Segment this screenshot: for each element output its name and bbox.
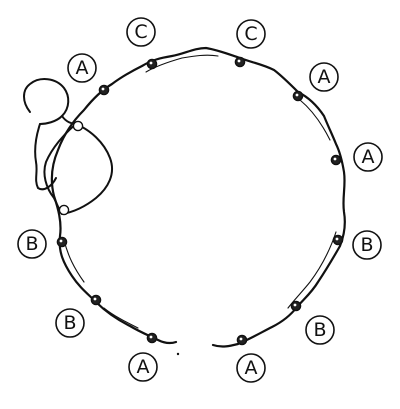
cell-marker xyxy=(290,300,302,312)
cell-marker xyxy=(146,332,158,344)
label-b: B xyxy=(25,233,38,255)
label-badge: C xyxy=(236,19,266,49)
label-badge: A xyxy=(309,62,339,92)
label-a: A xyxy=(76,57,89,79)
cell-marker xyxy=(234,56,246,68)
gap-dot xyxy=(176,352,180,356)
label-badge: B xyxy=(55,308,85,338)
label-badge: A xyxy=(236,353,266,383)
label-b: B xyxy=(360,234,373,256)
bud-cell-marker xyxy=(72,120,84,132)
label-b: B xyxy=(63,312,76,334)
label-a: A xyxy=(318,66,331,88)
label-badge: B xyxy=(352,230,382,260)
cell-marker xyxy=(56,236,68,248)
ring-inner-line xyxy=(299,99,331,141)
label-badge: A xyxy=(353,142,383,172)
ring-inner-line xyxy=(287,231,337,309)
label-badge: A xyxy=(67,53,97,83)
ring-inner-line xyxy=(103,307,139,329)
cell-marker xyxy=(330,154,342,166)
label-a: A xyxy=(362,146,375,168)
label-badge: C xyxy=(126,17,156,47)
bud-body-outline xyxy=(61,123,114,215)
bud-head-outline xyxy=(23,78,70,125)
label-badge: B xyxy=(17,229,47,259)
cell-marker xyxy=(98,84,110,96)
ring-inner-line xyxy=(63,239,85,283)
cell-marker xyxy=(332,234,344,246)
label-c: C xyxy=(134,21,147,43)
bud-cell-marker xyxy=(58,204,70,216)
cell-marker xyxy=(146,58,158,70)
cell-marker xyxy=(236,334,248,346)
label-badge: A xyxy=(128,352,158,382)
cell-marker xyxy=(292,90,304,102)
bud-body-outline xyxy=(43,123,77,215)
label-a: A xyxy=(245,357,258,379)
label-c: C xyxy=(244,23,257,45)
cell-marker xyxy=(90,294,102,306)
ring-outline xyxy=(50,46,346,348)
label-a: A xyxy=(137,356,150,378)
label-badge: B xyxy=(305,315,335,345)
label-b: B xyxy=(313,319,326,341)
